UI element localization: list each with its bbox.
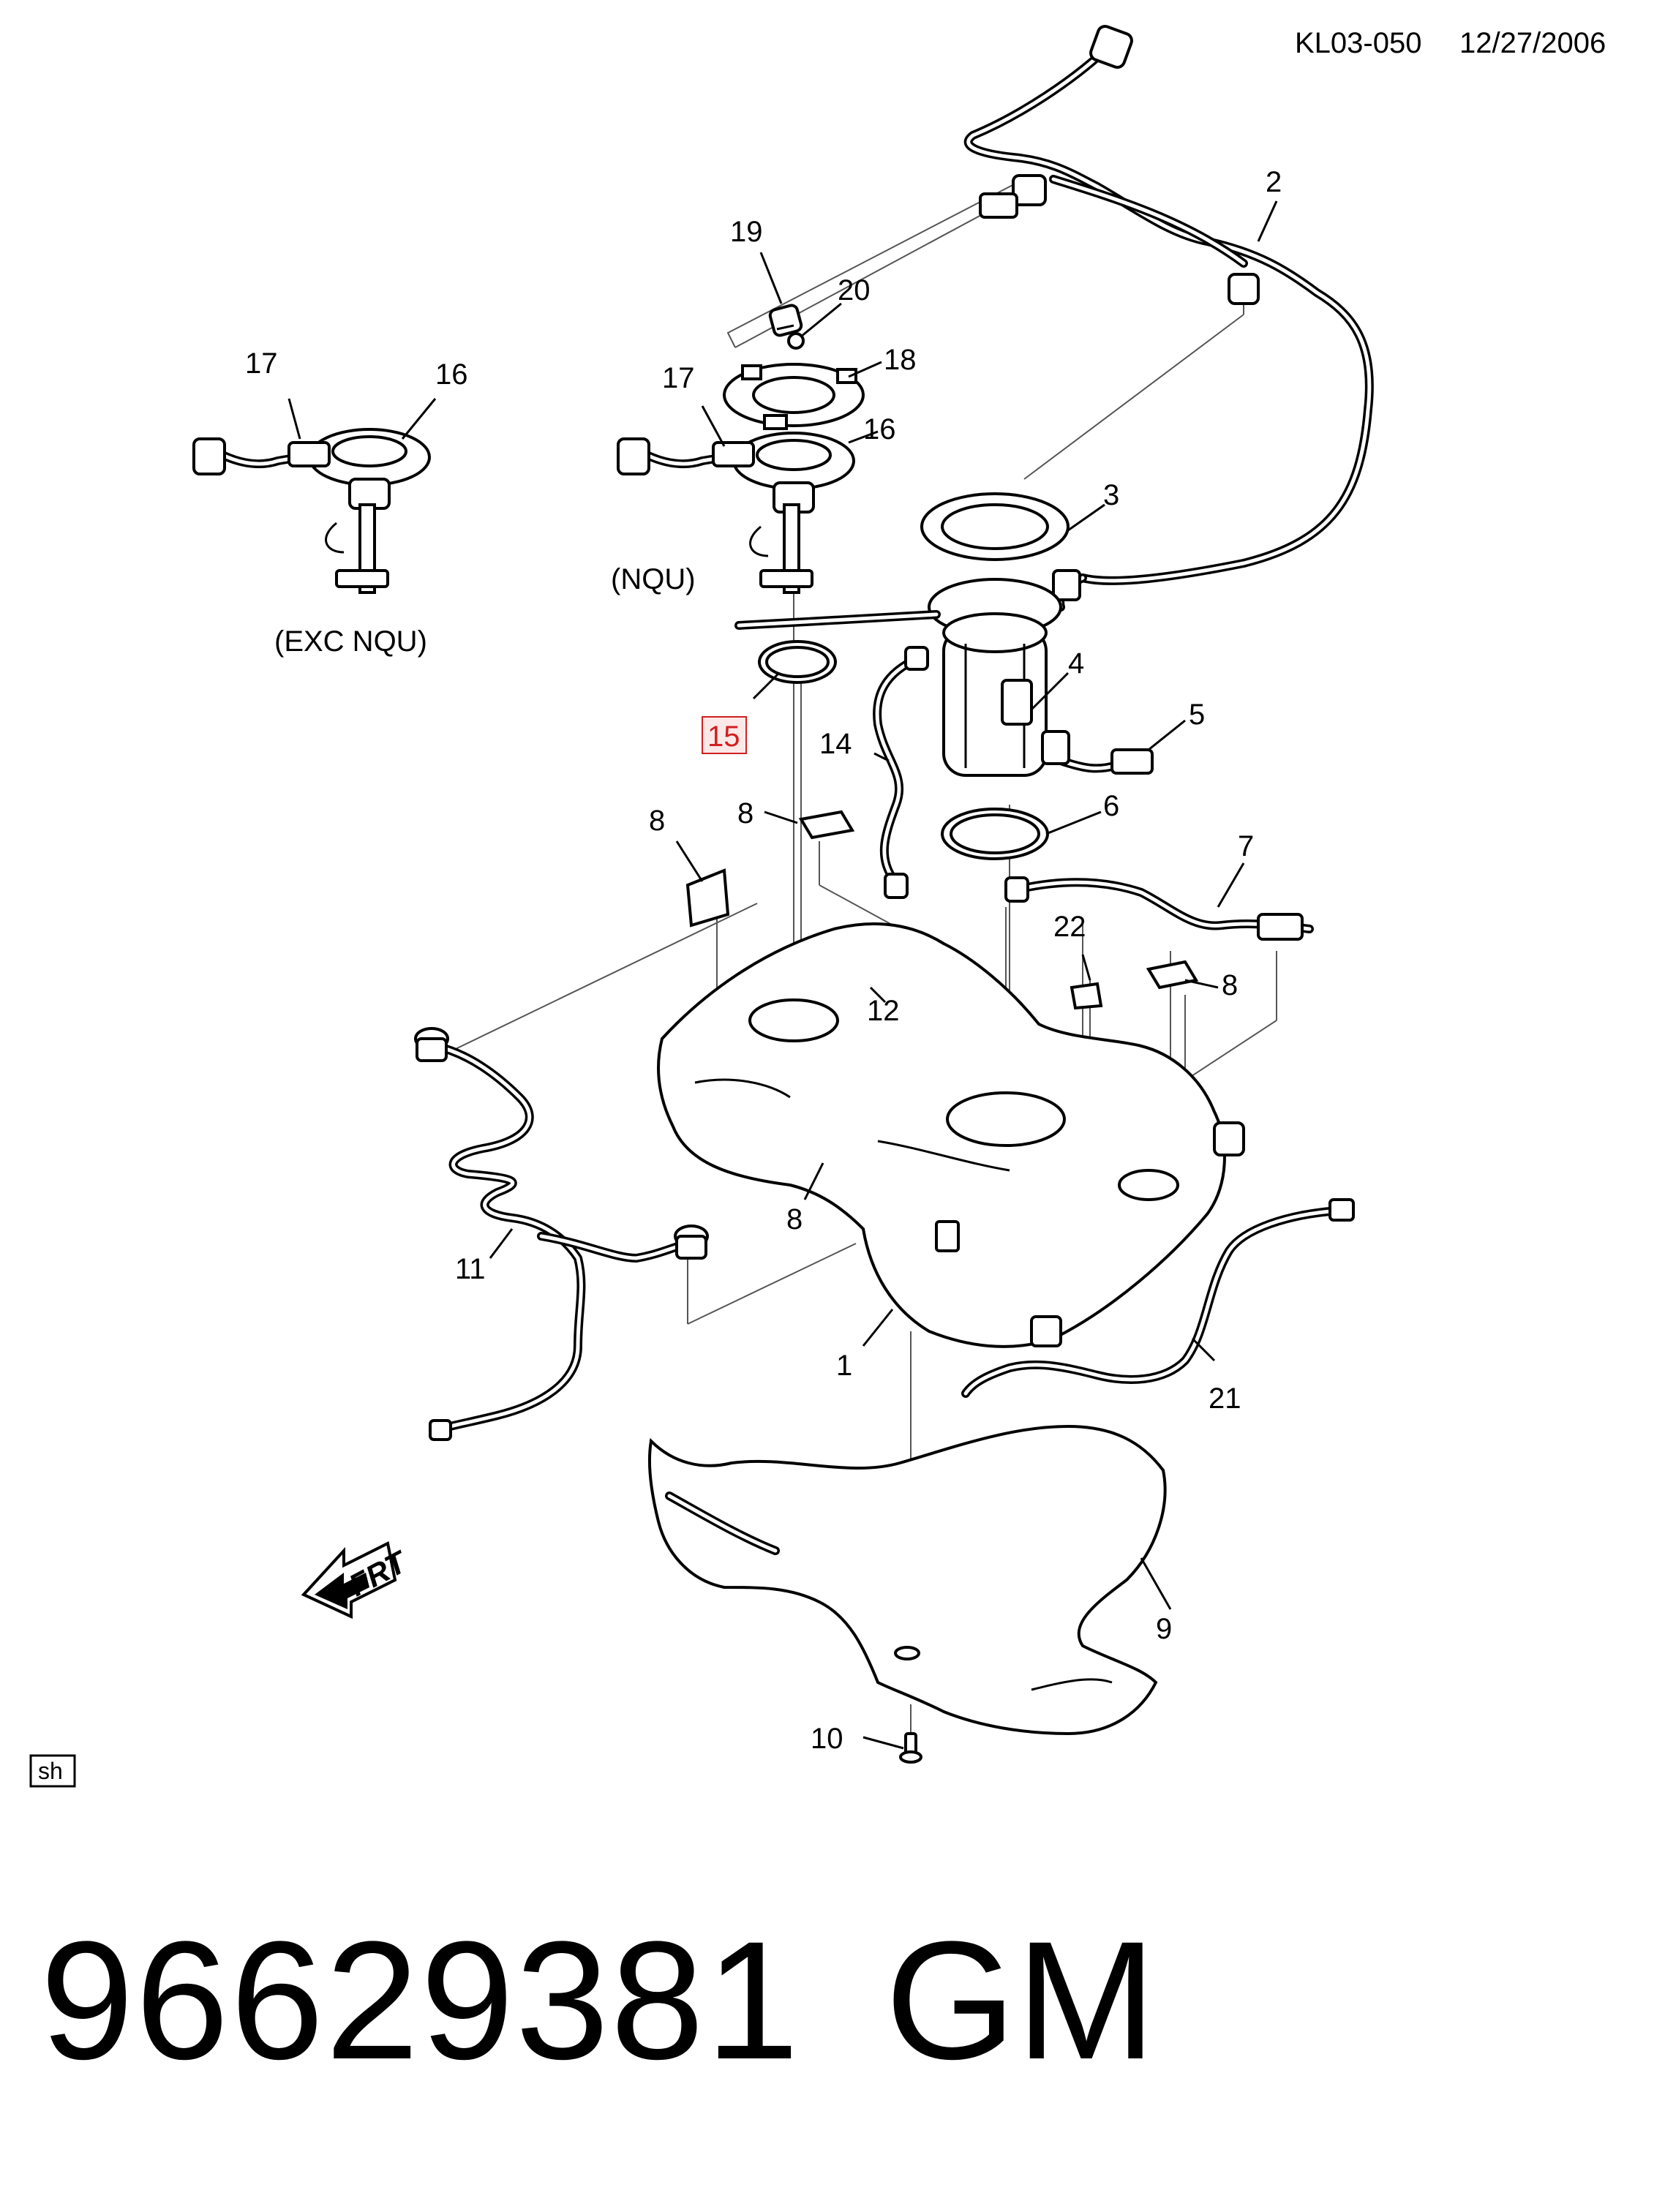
part-number: 96629381	[40, 1906, 801, 2094]
part-1-fuel-tank	[657, 922, 1245, 1348]
diagram-date: 12/27/2006	[1459, 27, 1606, 59]
part-16-sender-exc-nqu	[308, 428, 431, 594]
diagram-ref-code: KL03-050	[1295, 27, 1421, 59]
part-3-lock-ring	[920, 492, 1070, 561]
callout-10: 10	[811, 1723, 843, 1755]
callout-12: 12	[867, 995, 900, 1027]
callout-8-lower: 8	[786, 1203, 803, 1235]
part-16-sender-nqu	[732, 432, 855, 594]
callout-8-right: 8	[1222, 969, 1238, 1001]
callout-15-highlighted: 15	[702, 716, 747, 754]
callout-5: 5	[1189, 699, 1205, 731]
part-22-pad	[1070, 982, 1103, 1010]
part-4-fuel-pump-module	[928, 578, 1062, 777]
part-20-clip	[787, 332, 805, 350]
callout-1: 1	[836, 1350, 852, 1382]
callout-3: 3	[1103, 479, 1119, 511]
callout-20: 20	[838, 274, 871, 306]
wiring-harness-upper	[963, 25, 1374, 612]
callout-16-nqu: 16	[863, 413, 896, 445]
callout-17-nqu: 17	[662, 362, 695, 394]
front-direction-arrow	[301, 1541, 397, 1620]
callout-8-top: 8	[737, 797, 753, 830]
variant-label-nqu: (NQU)	[611, 563, 696, 595]
part-17-sender-wire-nqu	[617, 437, 755, 475]
sheet-legend-label: sh	[38, 1758, 63, 1784]
part-10-bolt	[899, 1732, 922, 1764]
callout-17-exc-nqu: 17	[245, 347, 278, 380]
sheet-legend-box	[29, 1754, 76, 1788]
callout-8-top-left: 8	[649, 805, 665, 837]
callout-4: 4	[1068, 647, 1084, 680]
callout-14: 14	[819, 728, 852, 760]
callout-9: 9	[1156, 1613, 1172, 1645]
callout-6: 6	[1103, 790, 1119, 822]
part-18-retainer	[723, 363, 865, 430]
part-11-harness	[414, 1027, 709, 1441]
callout-19: 19	[730, 216, 763, 248]
variant-label-exc-nqu: (EXC NQU)	[274, 625, 427, 658]
part-9-heat-shield	[648, 1424, 1167, 1736]
part-14-fuel-feed-pipe	[873, 646, 929, 899]
callout-7: 7	[1238, 830, 1254, 862]
part-19-connector	[768, 304, 803, 337]
part-21-pipe	[961, 1198, 1355, 1398]
callout-2: 2	[1266, 166, 1282, 198]
part-7-vent-pipe	[1004, 876, 1314, 941]
part-brand: GM	[885, 1906, 1157, 2094]
callout-leaders	[287, 200, 1278, 1750]
part-6-seal	[941, 808, 1049, 860]
part-5-connector-lead	[1041, 730, 1154, 775]
callout-11: 11	[455, 1253, 486, 1285]
callout-18: 18	[884, 344, 917, 376]
callout-22: 22	[1053, 911, 1086, 943]
callout-21: 21	[1209, 1382, 1241, 1415]
part-17-sender-wire-exc-nqu	[192, 437, 331, 475]
callout-15-highlight-box	[702, 716, 747, 754]
callout-15: 15	[707, 721, 740, 753]
callout-16-exc-nqu: 16	[435, 358, 468, 391]
